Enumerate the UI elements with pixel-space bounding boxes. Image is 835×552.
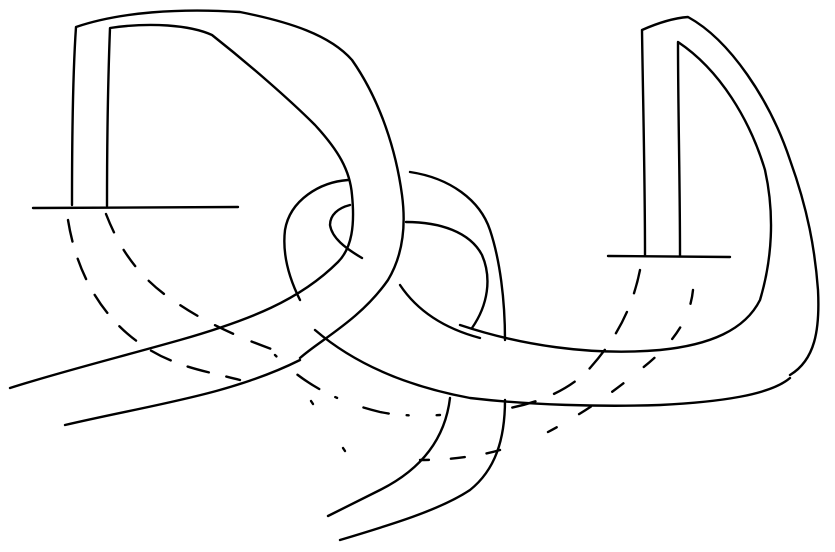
- right-dashed-curve-2: [548, 290, 693, 432]
- band-lower-edge: [315, 330, 790, 406]
- center-dot-2: [311, 401, 313, 404]
- left-plane: [33, 207, 238, 208]
- left-dashed-curve-2: [106, 214, 280, 352]
- band-descending-strand-1: [328, 398, 450, 516]
- right-horizon-line: [608, 256, 730, 257]
- band-upper-edge: [400, 285, 480, 338]
- center-dot-1: [343, 448, 345, 451]
- right-arch: [460, 17, 818, 375]
- left-arch-outer-strand: [72, 11, 404, 358]
- left-dashed-curve-1: [68, 220, 240, 380]
- right-arch-inner-strand: [460, 42, 771, 352]
- right-dashed-curve-1: [510, 270, 640, 408]
- center-loop: [284, 172, 505, 340]
- center-inner-arc: [406, 222, 487, 328]
- right-dashed-curve-3: [420, 450, 500, 460]
- sweeping-band: [65, 285, 790, 540]
- left-arch: [10, 11, 404, 388]
- left-lower-band-edge: [65, 360, 300, 425]
- band-descending-strand-2: [340, 400, 505, 540]
- right-arch-outer-strand: [642, 17, 818, 375]
- center-top-arc: [410, 172, 505, 340]
- left-horizon-line: [33, 207, 238, 208]
